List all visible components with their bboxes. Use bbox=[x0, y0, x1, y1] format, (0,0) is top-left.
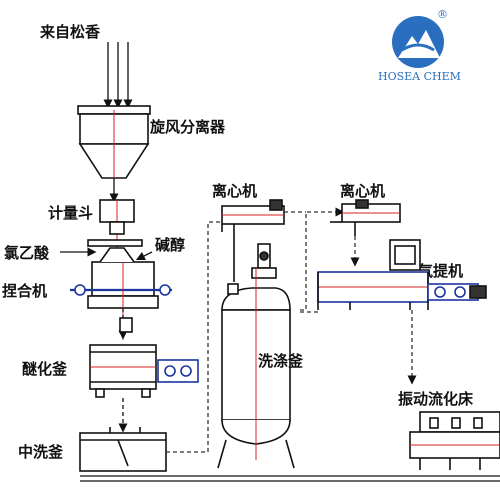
label-centrifuge-1: 离心机 bbox=[212, 182, 257, 200]
label-base: 碱醇 bbox=[155, 236, 185, 254]
label-kneader: 捏合机 bbox=[2, 282, 47, 300]
pipe-wash-to-centrifuge-2 bbox=[300, 207, 345, 311]
label-etherification-kettle: 醚化釜 bbox=[22, 360, 68, 378]
washing-kettle bbox=[217, 243, 295, 469]
brand-logo: ® HOSEA CHEM bbox=[378, 8, 461, 83]
ground-pipe bbox=[80, 475, 500, 482]
label-chloroacetic-acid: 氯乙酸 bbox=[4, 244, 50, 262]
label-neutral-wash-kettle: 中洗釜 bbox=[18, 443, 64, 461]
registered-mark: ® bbox=[437, 8, 448, 21]
vibrating-fluid-bed bbox=[409, 411, 500, 470]
centrifuge-2 bbox=[330, 199, 401, 236]
feed-arrows bbox=[103, 42, 133, 109]
label-cyclone: 旋风分离器 bbox=[149, 118, 226, 136]
kneader bbox=[70, 239, 172, 340]
label-meter-hopper: 计量斗 bbox=[48, 204, 93, 222]
flash-dryer bbox=[317, 239, 487, 310]
neutral-wash-kettle bbox=[79, 427, 167, 472]
meter-hopper bbox=[99, 199, 135, 250]
label-feed: 来自松香 bbox=[39, 23, 100, 41]
label-centrifuge-2: 离心机 bbox=[340, 182, 385, 200]
label-fluid-bed: 振动流化床 bbox=[398, 390, 474, 408]
pipe-wash-to-centrifuge bbox=[166, 221, 222, 453]
centrifuge-1 bbox=[221, 199, 285, 282]
logo-circle-icon bbox=[392, 16, 444, 68]
brand-name: HOSEA CHEM bbox=[378, 70, 461, 83]
label-washing-kettle: 洗涤釜 bbox=[258, 352, 304, 370]
etherification-kettle bbox=[89, 317, 199, 398]
